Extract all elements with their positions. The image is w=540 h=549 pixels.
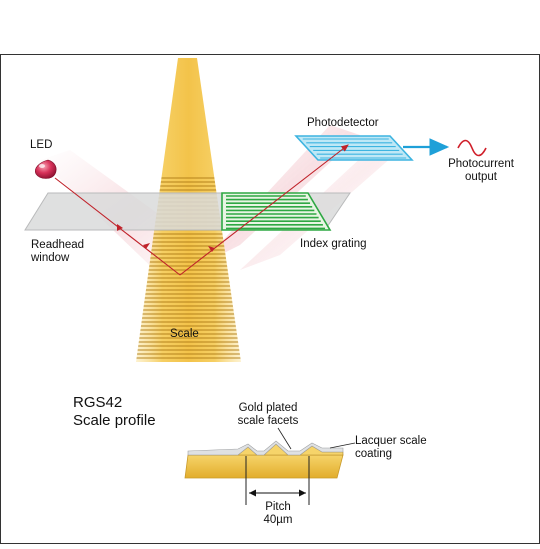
index-grating	[221, 192, 332, 231]
pitch-label-line1: Pitch	[265, 501, 291, 513]
readhead-label-line1: Readhead	[31, 239, 85, 251]
led-label: LED	[30, 139, 53, 151]
lacquer-coating-label: Lacquer scale coating	[355, 435, 427, 461]
sine-wave-icon	[457, 139, 487, 157]
photocurrent-label-line1: Photocurrent	[448, 158, 514, 170]
photocurrent-label: Photocurrent output	[446, 158, 516, 184]
beam-arrows	[117, 224, 215, 252]
photocurrent-label-line2: output	[465, 171, 497, 183]
scale-profile	[184, 427, 356, 505]
profile-title: RGS42 Scale profile	[73, 394, 156, 430]
readhead-label-line2: window	[31, 252, 70, 264]
photodetector-label: Photodetector	[307, 117, 379, 129]
led	[35, 159, 57, 179]
photodetector	[294, 135, 414, 161]
gold-label-line2: scale facets	[237, 415, 299, 427]
pitch-label: Pitch 40µm	[248, 501, 308, 527]
scale-label: Scale	[170, 328, 199, 340]
profile-title-line2: Scale profile	[73, 412, 156, 429]
profile-title-line1: RGS42	[73, 394, 123, 411]
lacquer-label-line1: Lacquer scale	[355, 435, 427, 447]
gold-facets-label: Gold plated scale facets	[228, 402, 308, 428]
index-grating-label: Index grating	[300, 238, 367, 250]
pitch-label-line2: 40µm	[263, 514, 293, 526]
lacquer-label-line2: coating	[355, 448, 393, 460]
gold-label-line1: Gold plated	[238, 402, 298, 414]
readhead-window-label: Readhead window	[31, 239, 84, 265]
